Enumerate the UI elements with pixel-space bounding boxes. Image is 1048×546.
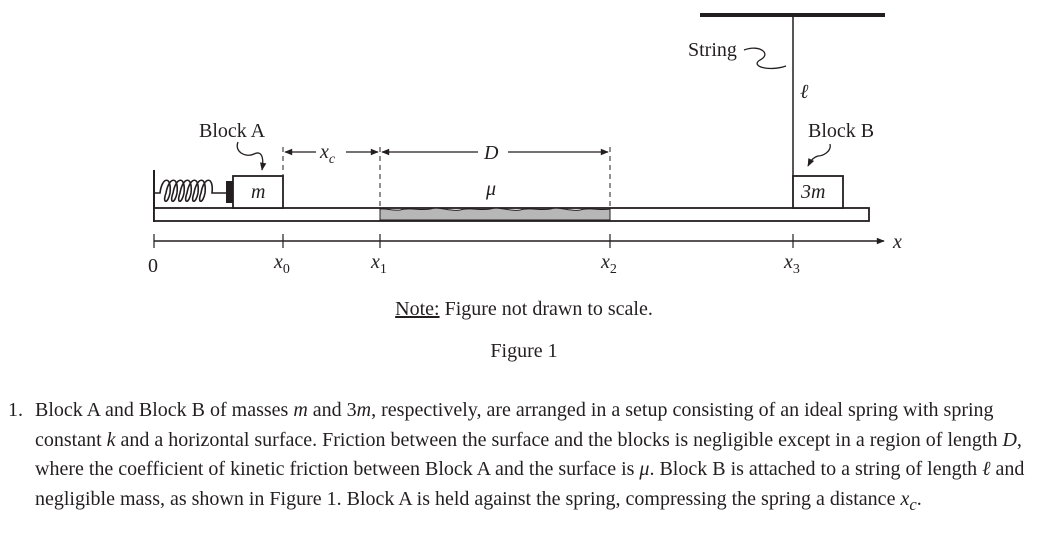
block-b-label: Block B bbox=[808, 120, 874, 142]
problem-text-part: ℓ bbox=[982, 458, 991, 480]
friction-coefficient-label: μ bbox=[485, 178, 496, 200]
problem-text-part: and negligible mass, as shown in Figure … bbox=[35, 458, 1025, 510]
problem-text-part: D bbox=[1002, 428, 1017, 451]
problem-text-part: and 3 bbox=[307, 399, 357, 421]
string-label: String bbox=[688, 39, 737, 61]
block-a-pointer bbox=[236, 141, 267, 171]
problem-text-part: . Block B is attached to a string of len… bbox=[649, 458, 983, 480]
tick-label-x1: x1 bbox=[370, 251, 387, 277]
block-b bbox=[792, 175, 844, 209]
tick-label-x0: x0 bbox=[273, 251, 290, 277]
friction-region bbox=[379, 207, 611, 221]
problem-text-part: k bbox=[106, 428, 116, 451]
problem-text-part: c bbox=[909, 494, 917, 514]
tick-label-x2: x2 bbox=[600, 251, 617, 277]
block-a-mass-label: m bbox=[251, 181, 265, 203]
problem-text-part: μ bbox=[639, 458, 650, 480]
figure-caption: Figure 1 bbox=[490, 340, 557, 362]
spring-end-cap bbox=[226, 181, 233, 203]
problem-number: 1. bbox=[8, 399, 23, 421]
string-label-pointer bbox=[743, 47, 787, 70]
problem-text-part: , respectively, are arranged in a setup … bbox=[35, 399, 994, 451]
problem-text-part: and a horizontal surface. Friction betwe… bbox=[115, 428, 1003, 451]
problem-text: Block A and Block B of masses m and 3m, … bbox=[35, 396, 1042, 519]
problem-text-part: , where the coefficient of kinetic frict… bbox=[35, 428, 1022, 481]
figure-note: Note: Figure not drawn to scale. bbox=[395, 298, 653, 320]
axis-label: x bbox=[892, 231, 902, 253]
block-b-mass-label: 3m bbox=[800, 181, 825, 203]
problem-text-part: Block A and Block B of masses bbox=[35, 399, 294, 421]
problem-text-part: m bbox=[356, 399, 372, 421]
tick-label-x3: x3 bbox=[783, 251, 800, 277]
spring bbox=[154, 179, 232, 203]
problem-statement: 1. Block A and Block B of masses m and 3… bbox=[8, 396, 1042, 519]
xc-label: xc bbox=[319, 141, 336, 167]
figure-1-diagram: String ℓ μ m Block A 3m Block B xc D x 0… bbox=[148, 13, 902, 362]
tick-label-0: 0 bbox=[148, 255, 158, 277]
block-b-pointer bbox=[807, 143, 831, 167]
string-length-label: ℓ bbox=[800, 81, 809, 103]
problem-text-part: x bbox=[900, 487, 910, 510]
d-label: D bbox=[483, 142, 499, 164]
block-a-label: Block A bbox=[199, 120, 266, 142]
problem-text-part: . bbox=[916, 487, 922, 510]
problem-text-part: m bbox=[293, 399, 308, 421]
block-a bbox=[232, 175, 284, 209]
